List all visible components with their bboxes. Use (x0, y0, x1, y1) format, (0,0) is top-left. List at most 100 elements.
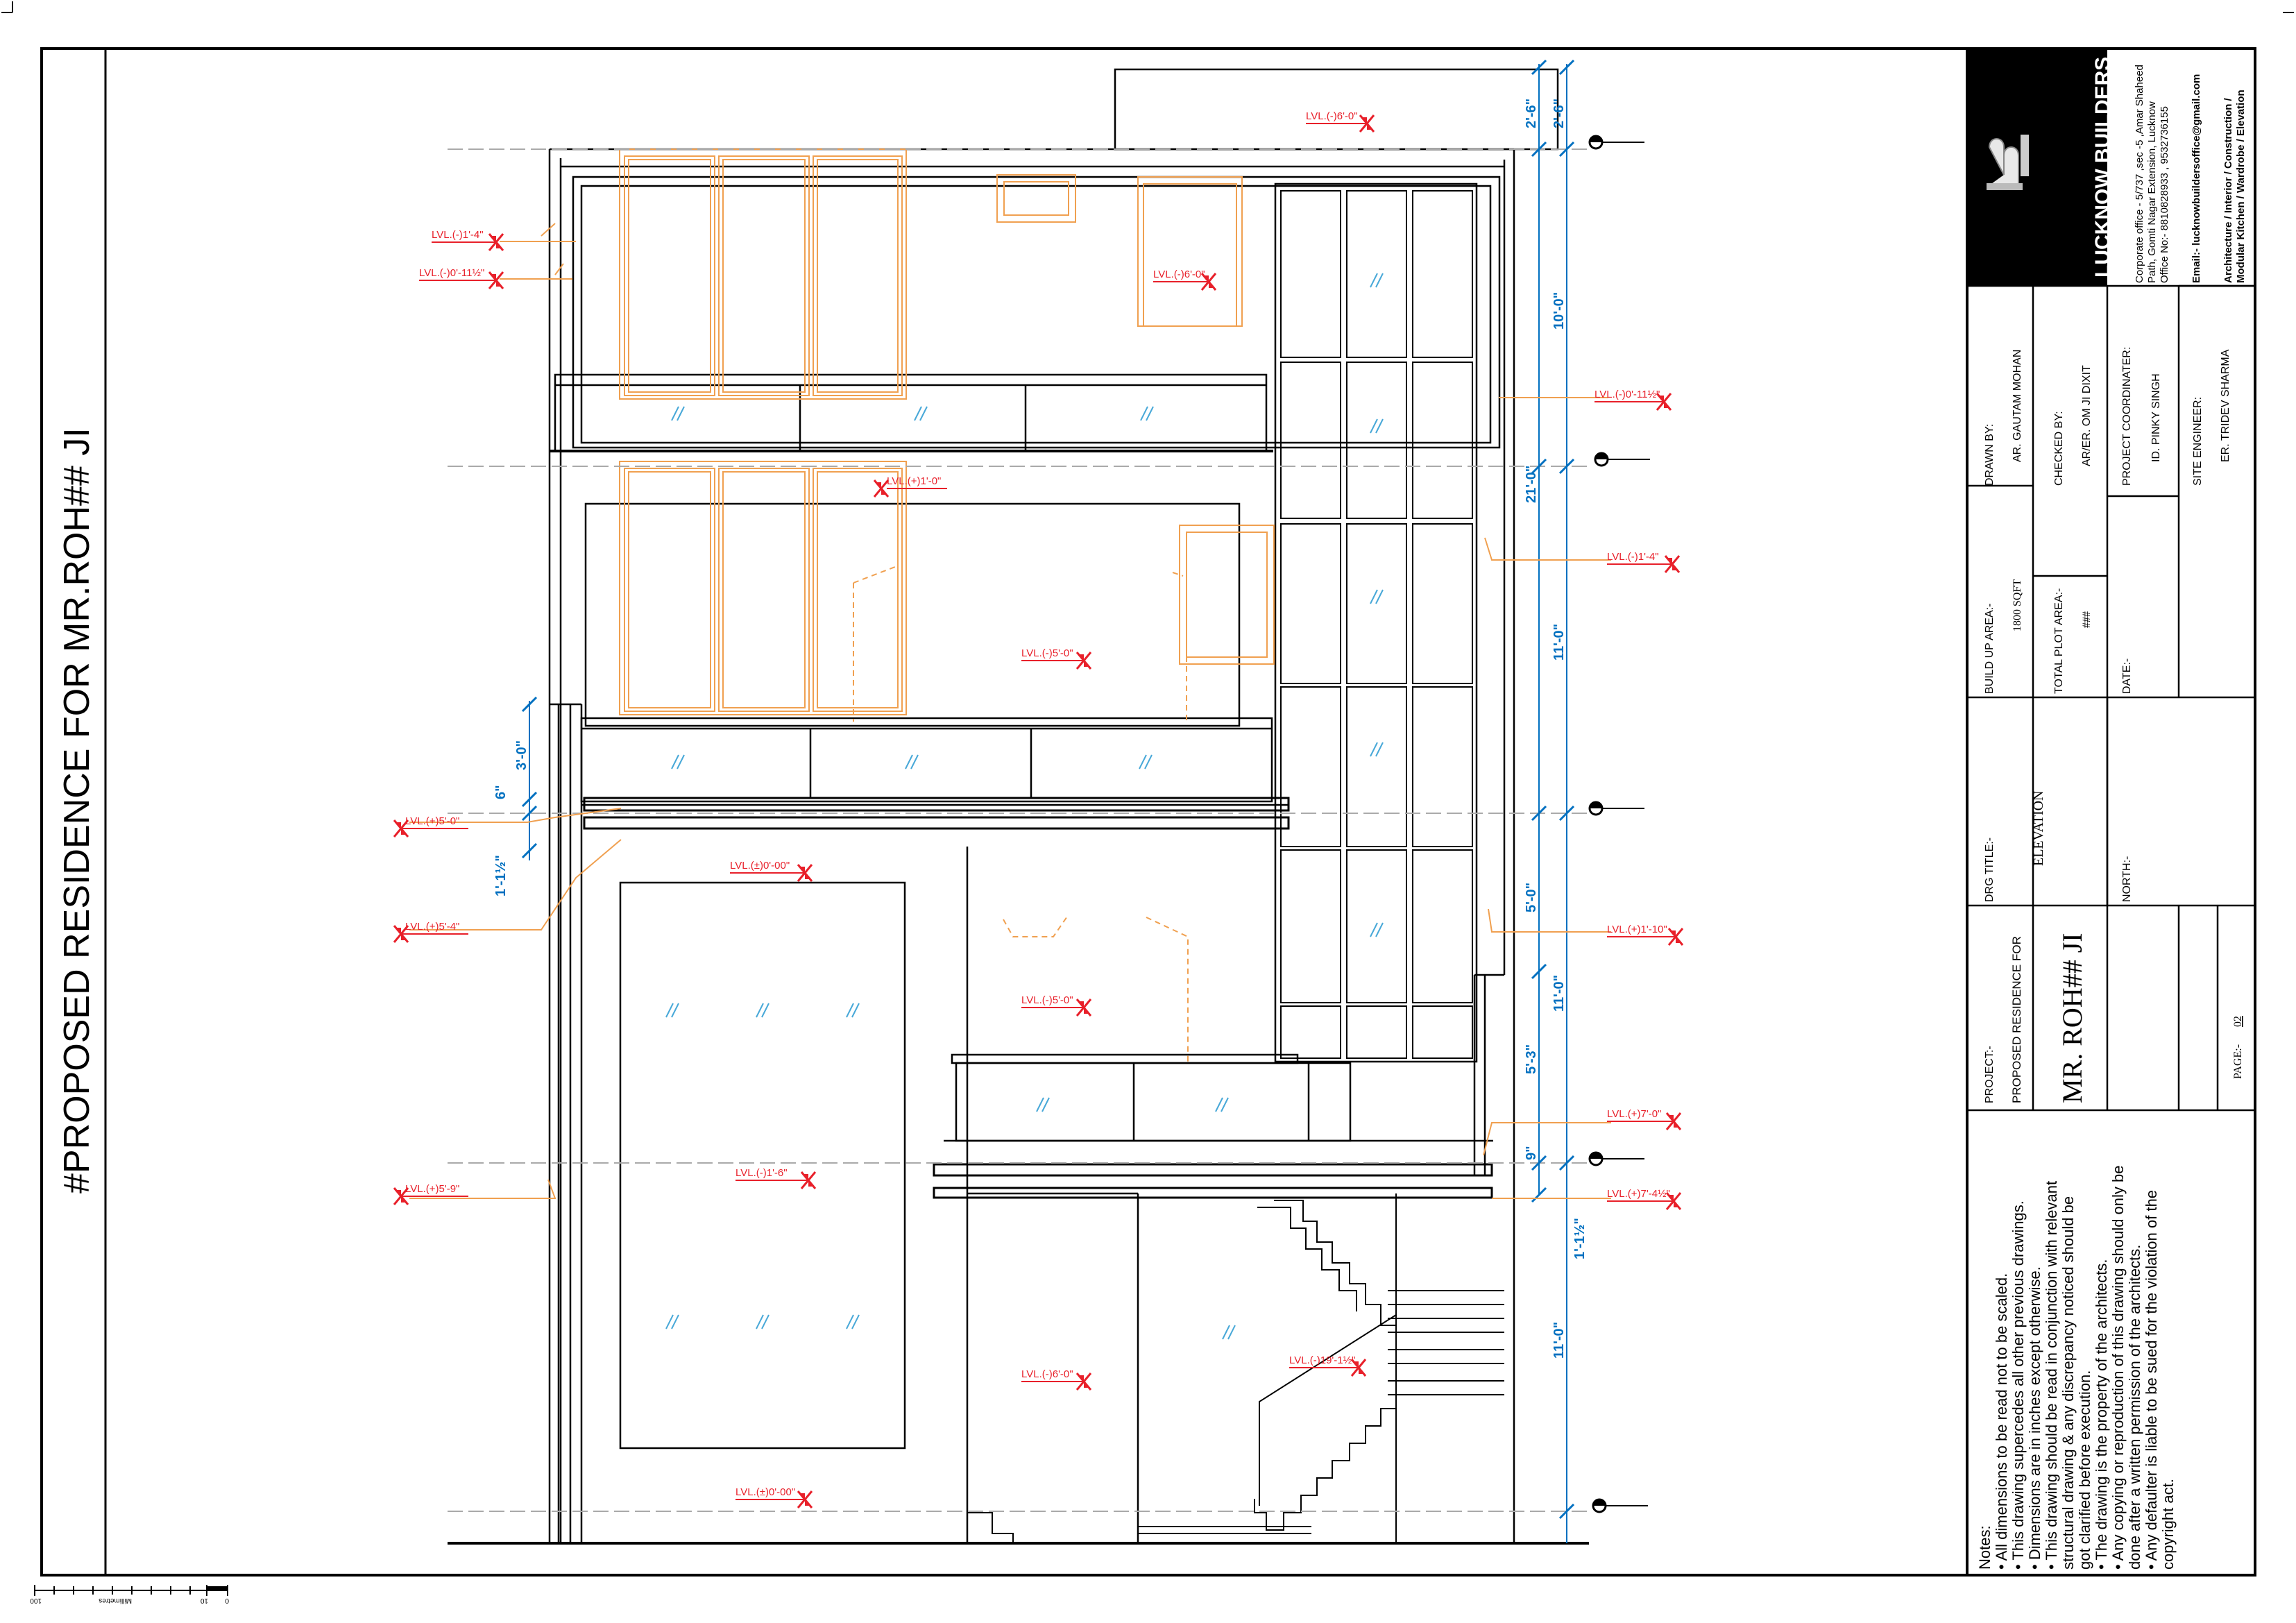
svg-text:LVL.(-)5'-0": LVL.(-)5'-0" (1021, 994, 1073, 1006)
level-label-13: LVL.(-)5'-0" (1021, 994, 1092, 1017)
project-fields: PROJECT:- PROPOSED RESIDENCE FOR MR. ROH… (1984, 933, 2244, 1103)
dim-1: 2'-6" (1524, 99, 1539, 128)
level-annotations: LVL.(-)6'-0" LVL.(-)1'-4" LVL.(-)0'-11½"… (393, 110, 1684, 1509)
elevation-drawing (448, 68, 1589, 1545)
dim-11: 11'-0" (1551, 1322, 1567, 1359)
dim-4: 21'-0" (1524, 466, 1539, 503)
company-logo: LUCKNOW BUILDERS Building a Legacy of Ex… (1968, 50, 2123, 286)
north-label: NORTH:- (2121, 856, 2133, 902)
level-label-17: LVL.(+)7'-4½" (1607, 1188, 1682, 1211)
dim-3: 10'-0" (1551, 292, 1567, 330)
dim-12: 3'-0" (514, 740, 529, 770)
dim-10: 1'-1½" (1572, 1218, 1588, 1259)
svg-text:LVL.(+)1'-10": LVL.(+)1'-10" (1607, 924, 1667, 935)
level-label-2: LVL.(-)1'-4" (432, 229, 504, 252)
client-name: MR. ROH## JI (2057, 933, 2088, 1103)
dim-14: 1'-1½" (493, 855, 509, 897)
dim-13: 6" (493, 785, 509, 799)
build-up-label: BUILD UP AREA:- (1984, 604, 1996, 694)
svg-text:LVL.(±)0'-00": LVL.(±)0'-00" (730, 860, 790, 872)
level-label-18: LVL.(-)6'-0" (1021, 1368, 1092, 1391)
svg-text:LVL.(-)0'-11½": LVL.(-)0'-11½" (1595, 389, 1660, 400)
level-label-1: LVL.(-)6'-0" (1306, 110, 1375, 133)
svg-text:LVL.(±)0'-00": LVL.(±)0'-00" (735, 1486, 795, 1498)
level-label-16: LVL.(-)1'-6" (735, 1167, 817, 1190)
svg-text:LVL.(+)7'-4½": LVL.(+)7'-4½" (1607, 1188, 1670, 1200)
level-leaders (409, 223, 1611, 1199)
title-block (1967, 284, 2255, 1112)
scale-start: 0 (225, 1597, 229, 1604)
services-line-1: Architecture / Interior / Construction / (2222, 97, 2234, 283)
level-label-10: LVL.(±)0'-00" (730, 860, 813, 883)
services-line-2: Modular Kitchen / Wardrobe / Elevation (2235, 90, 2247, 283)
scale-mid: 10 (200, 1597, 208, 1604)
svg-text:LVL.(-)6'-0": LVL.(-)6'-0" (1153, 269, 1205, 280)
scale-bar: Millimetres 0 10 100 (30, 1585, 229, 1604)
area-fields: BUILD UP AREA:- 1800 SQFT TOTAL PLOT ARE… (1984, 579, 2133, 694)
company-tagline: Building a Legacy of Excellence (2114, 120, 2123, 271)
notes-heading: Notes: (1976, 1525, 1993, 1570)
dim-9: 9" (1524, 1146, 1539, 1160)
level-label-7: LVL.(-)1'-4" (1607, 551, 1681, 574)
level-label-5: LVL.(-)0'-11½" (1595, 389, 1672, 411)
dimension-lines (521, 59, 1575, 1543)
project-name: PROPOSED RESIDENCE FOR (2010, 936, 2023, 1103)
company-contact: Corporate office - 5/737 ,sec -5 ,Amar S… (2134, 65, 2247, 283)
svg-text:LVL.(-)19'-1½": LVL.(-)19'-1½" (1289, 1354, 1355, 1366)
note-line: done after a written permission of the a… (2126, 1245, 2143, 1570)
level-lines (448, 148, 1589, 1512)
level-label-15: LVL.(+)5'-9" (393, 1183, 468, 1206)
level-label-6: LVL.(+)1'-0" (873, 475, 947, 498)
level-label-8: LVL.(-)5'-0" (1021, 647, 1092, 670)
svg-text:LVL.(+)5'-0": LVL.(+)5'-0" (405, 815, 459, 827)
level-label-3: LVL.(-)0'-11½" (419, 267, 504, 290)
svg-text:LVL.(-)5'-0": LVL.(-)5'-0" (1021, 647, 1073, 659)
address-line-1: Corporate office - 5/737 ,sec -5 ,Amar S… (2134, 65, 2145, 283)
note-line: • This drawing should be read in conjunc… (2043, 1181, 2060, 1570)
note-line: • Dimensions are in inches except otherw… (2026, 1266, 2043, 1570)
address-line-2: Path, Gomti Nagar Extension, Lucknow (2146, 101, 2158, 283)
site-engineer-label: SITE ENGINEER: (2192, 397, 2204, 486)
level-label-11: LVL.(+)5'-4" (393, 921, 468, 944)
note-line: • Any copying or reproduction of this dr… (2109, 1166, 2127, 1570)
svg-text:LVL.(+)7'-0": LVL.(+)7'-0" (1607, 1108, 1661, 1120)
plot-area-value: ### (2081, 611, 2093, 628)
coordinator-label: PROJECT COORDINATER: (2121, 347, 2133, 486)
page-label: PAGE:- (2232, 1044, 2244, 1079)
scale-end: 100 (30, 1597, 42, 1604)
svg-text:LVL.(-)6'-0": LVL.(-)6'-0" (1021, 1368, 1073, 1380)
svg-text:LVL.(-)1'-6": LVL.(-)1'-6" (735, 1167, 788, 1179)
note-line: structural drawing & any discrepancy not… (2059, 1196, 2077, 1570)
dim-6: 5'-0" (1524, 883, 1539, 912)
note-line: got clarified before execution. (2076, 1370, 2093, 1570)
sheet-title: #PROPOSED RESIDENCE FOR MR.ROH## JI (57, 427, 97, 1193)
svg-text:LVL.(-)1'-4": LVL.(-)1'-4" (432, 229, 484, 241)
site-engineer-value: ER. TRIDEV SHARMA (2220, 349, 2231, 462)
svg-text:LVL.(-)6'-0": LVL.(-)6'-0" (1306, 110, 1358, 122)
dim-7: 11'-0" (1551, 975, 1567, 1012)
project-label: PROJECT:- (1984, 1046, 1996, 1103)
checked-by-label: CHECKED BY: (2053, 411, 2065, 486)
note-line: • This drawing supercedes all other prev… (2009, 1200, 2027, 1570)
checked-by-value: AR/ER. OM JI DIXIT (2081, 365, 2093, 466)
email-line: Email:- lucknowbuildersoffice@gmail.com (2191, 74, 2202, 283)
dim-8: 5'-3" (1524, 1044, 1539, 1074)
level-label-4: LVL.(-)6'-0" (1153, 269, 1217, 291)
dim-2: 2'-6" (1551, 99, 1567, 128)
drg-title-label: DRG TITLE:- (1984, 838, 1996, 902)
drg-title-value: ELEVATION (2031, 790, 2046, 866)
sheet-frame (1, 1, 2294, 1577)
company-name: LUCKNOW BUILDERS (2091, 57, 2114, 278)
level-label-9: LVL.(+)5'-0" (393, 815, 468, 838)
level-label-20: LVL.(±)0'-00" (735, 1486, 813, 1509)
staff-fields: DRAWN BY: AR. GAUTAM MOHAN CHECKED BY: A… (1984, 347, 2231, 486)
date-label: DATE:- (2121, 658, 2133, 694)
drawing-title-fields: DRG TITLE:- ELEVATION NORTH:- (1984, 790, 2133, 902)
scale-unit: Millimetres (99, 1597, 132, 1604)
coordinator-value: ID. PINKY SINGH (2150, 373, 2162, 462)
build-up-value: 1800 SQFT (2012, 579, 2023, 631)
phone-line: Office No:- 8810828933 , 9532736155 (2159, 106, 2170, 283)
page-number: 02 (2232, 1016, 2244, 1027)
note-line: copyright act. (2159, 1479, 2177, 1570)
